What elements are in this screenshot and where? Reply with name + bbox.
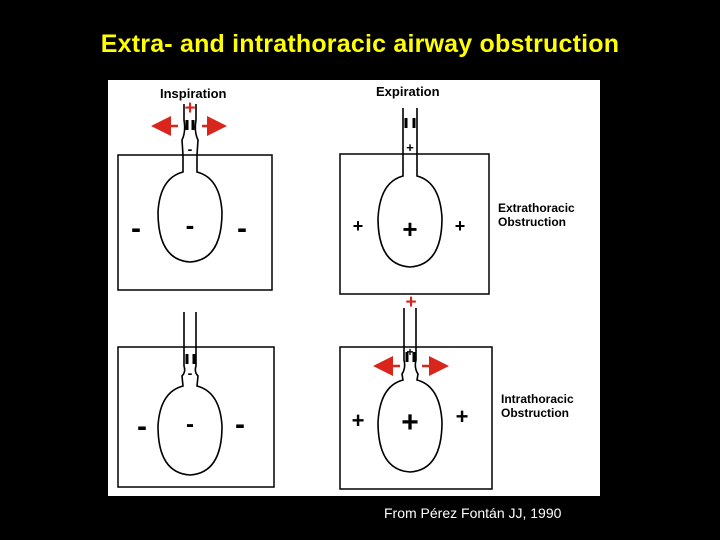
pleural-minus-left: -: [131, 212, 141, 245]
intrathoracic-label-line2: Obstruction: [501, 406, 569, 420]
pleural-plus-left: +: [353, 216, 364, 236]
source-credit: From Pérez Fontán JJ, 1990: [384, 505, 562, 521]
trachea-minus: -: [188, 141, 193, 157]
trachea-minus: -: [188, 365, 193, 381]
trachea-plus: +: [406, 345, 413, 359]
airway-diagram: Inspiration Expiration Extrathoracic Obs…: [117, 84, 575, 490]
airway-lung: [157, 104, 223, 263]
pleural-plus-left: +: [352, 408, 365, 433]
airway-pressure-plus: +: [405, 292, 416, 313]
airway-lung: [157, 312, 223, 476]
pleural-minus-left: -: [137, 410, 147, 443]
thorax-box: [339, 153, 490, 295]
alveolar-minus: -: [186, 210, 195, 240]
pleural-minus-right: -: [237, 212, 247, 245]
pleural-plus-right: +: [456, 404, 469, 429]
slide-title: Extra- and intrathoracic airway obstruct…: [100, 30, 620, 58]
extrathoracic-label-line1: Extrathoracic: [498, 201, 575, 215]
airway-lung: [377, 108, 443, 268]
diagram-panel: Inspiration Expiration Extrathoracic Obs…: [108, 80, 600, 496]
panel-intra-inspiration: - - - -: [117, 312, 275, 488]
airway-pressure-plus: +: [184, 98, 195, 119]
panel-extra-inspiration: + - - - -: [117, 98, 273, 291]
airway-lung: [377, 308, 443, 473]
inspiration-label: Inspiration: [160, 86, 227, 101]
thorax-box: [117, 154, 273, 291]
panel-intra-expiration: + + + + +: [339, 292, 493, 490]
alveolar-minus: -: [186, 411, 194, 438]
expiration-label: Expiration: [376, 84, 440, 99]
intrathoracic-label-line1: Intrathoracic: [501, 392, 574, 406]
panel-extra-expiration: + + + +: [339, 108, 490, 295]
alveolar-plus: +: [402, 214, 417, 244]
trachea-plus: +: [406, 140, 414, 155]
pleural-minus-right: -: [235, 408, 245, 441]
pleural-plus-right: +: [455, 216, 466, 236]
extrathoracic-label-line2: Obstruction: [498, 215, 566, 229]
alveolar-plus: +: [401, 406, 419, 439]
